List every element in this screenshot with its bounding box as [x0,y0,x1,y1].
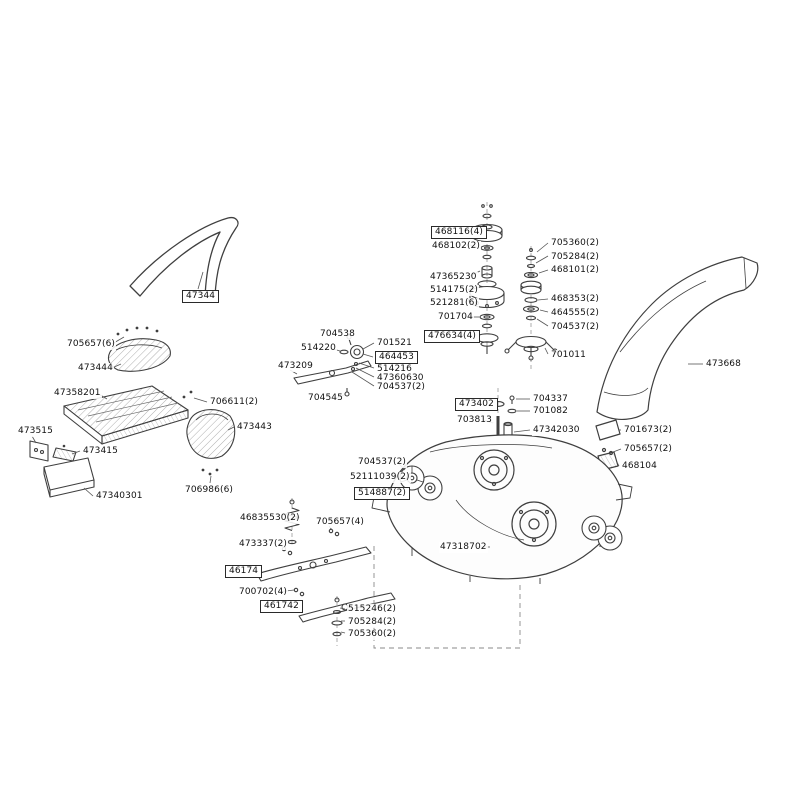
leader-line [537,298,549,301]
leader-line [483,419,494,424]
leader-line [612,448,622,453]
deck-shell-art [371,434,633,584]
leader-line [536,242,549,253]
blade-lower-art [293,587,396,646]
leader-line [535,255,549,264]
leader-line [31,435,37,444]
leader-line [536,318,549,327]
leader-line [277,589,295,593]
spindle-stack-left-art [469,202,505,354]
left-covers-art [29,326,236,498]
leader-line [252,569,262,572]
leader-line [362,342,375,350]
idler-assembly-art [293,334,372,397]
leader-line [544,347,549,355]
leader-line [329,347,341,352]
leader-line [469,244,480,249]
leader-line [362,353,374,358]
leader-line [513,429,531,433]
leader-line [197,271,204,290]
leader-line [83,487,94,497]
spindle-stack-right-art [504,246,558,372]
construction-lines-art [373,546,521,649]
leader-line [193,397,208,403]
leader-line [538,269,549,274]
leader-line [209,475,212,484]
leader-line [616,461,620,467]
leader-line [539,309,549,313]
leader-line [358,362,375,369]
leader-line [467,270,481,278]
leader-line [285,517,291,520]
leader-line [289,369,298,375]
leader-line [396,461,406,471]
blade-upper-art [256,498,372,582]
leader-line [340,631,346,634]
leader-line [336,394,345,399]
leader-line [461,335,476,339]
leader-line [355,367,375,378]
leader-line [227,426,235,431]
drive-belt-art [129,216,239,299]
leader-line [351,371,375,387]
leader-line [339,607,346,610]
leader-line [467,297,470,303]
discharge-chute-art [595,256,759,471]
leader-line [277,543,284,548]
leader-line [291,605,302,609]
leader-line [71,450,81,455]
